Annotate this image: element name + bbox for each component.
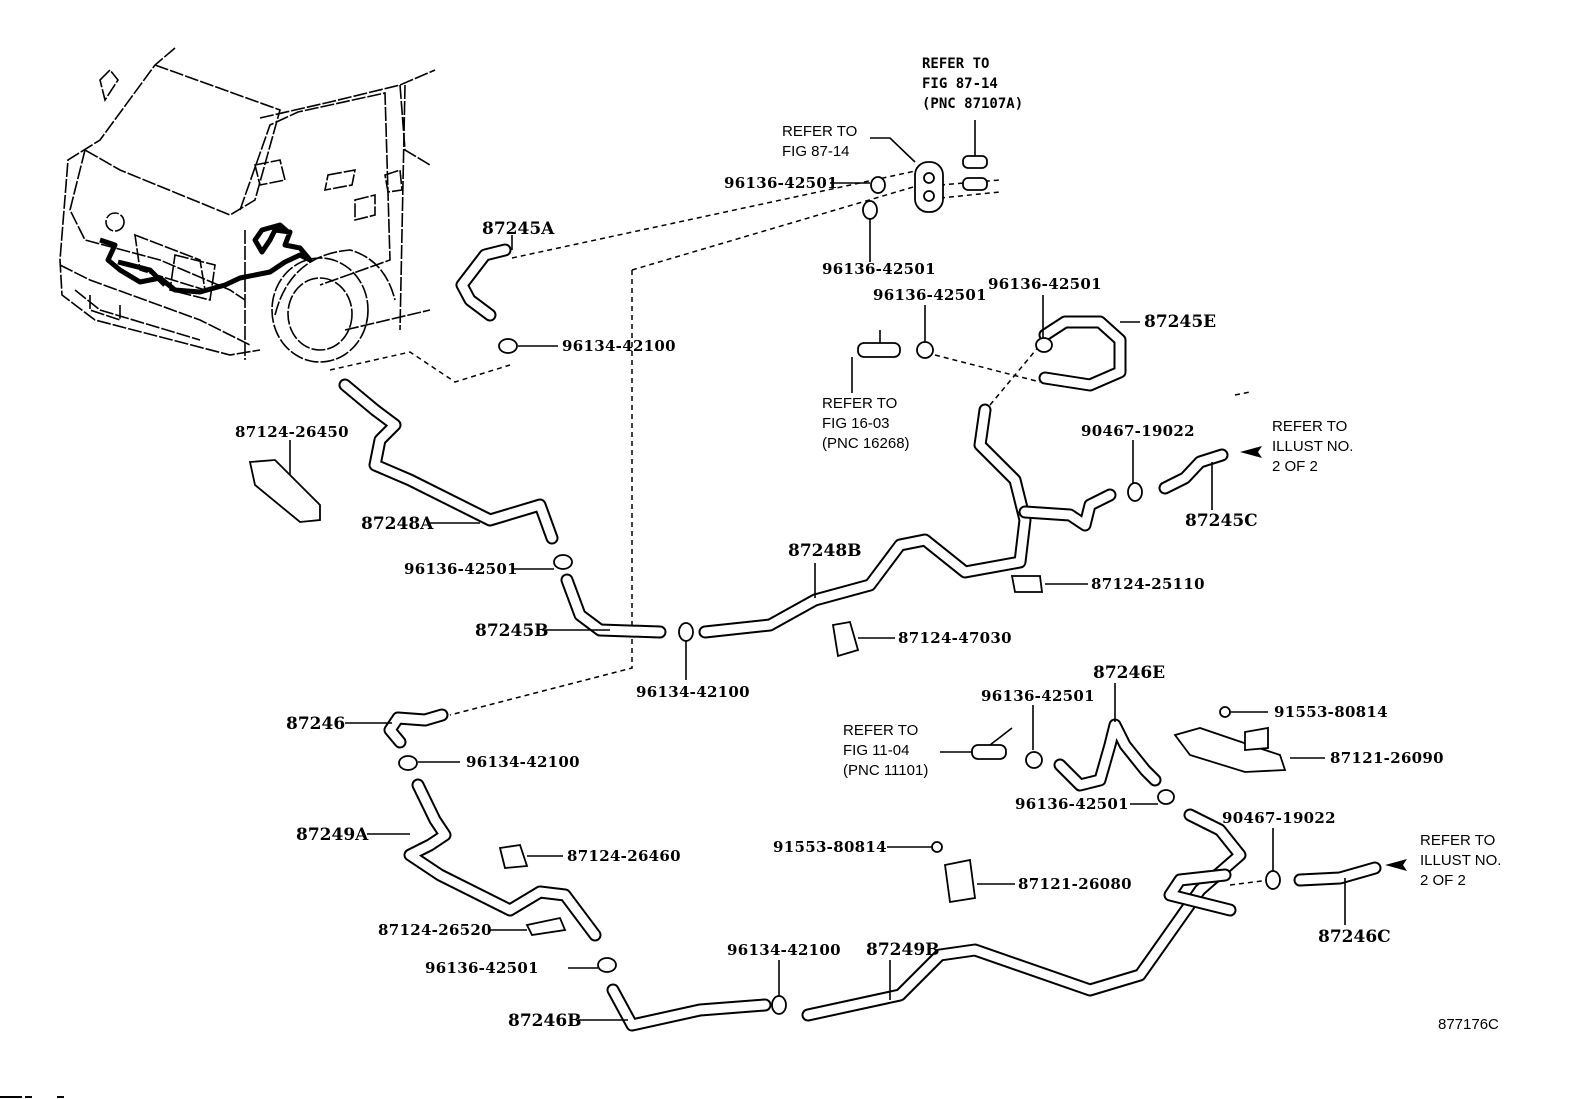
clamps-and-brackets [248,155,1407,1015]
bolt-icon [931,841,943,853]
part-label[interactable]: 96136-42501 [1015,795,1129,813]
svg-text:FIG 87-14: FIG 87-14 [782,143,850,160]
part-labels: 87245A 96134-42100 96136-42501 96136-425… [235,174,1444,1031]
svg-text:ILLUST NO.: ILLUST NO. [1272,438,1353,455]
svg-text:REFER TO: REFER TO [1272,418,1347,435]
clamp-icon [553,554,573,570]
svg-text:FIG 11-04: FIG 11-04 [843,742,909,759]
svg-text:(PNC 11101): (PNC 11101) [843,762,928,779]
svg-text:(PNC 87107A): (PNC 87107A) [922,96,1023,112]
part-label[interactable]: 87246B [508,1011,582,1031]
vehicle-illustration [59,47,436,363]
part-label[interactable]: 87248B [788,541,862,561]
clip-icon [1010,575,1044,593]
svg-text:2 OF 2: 2 OF 2 [1420,872,1466,889]
clamp-icon [862,200,878,220]
bracket-icon [1173,727,1287,773]
part-label[interactable]: 87246 [286,714,345,734]
arrow-icon [1385,859,1407,871]
svg-text:REFER TO: REFER TO [843,722,918,739]
bracket-icon [248,459,321,523]
hoses [338,243,1382,1032]
reference-fig-87-14-pnc: REFER TO FIG 87-14 (PNC 87107A) [922,56,1023,112]
clamp-icon [398,755,418,771]
clamp-icon [498,338,518,354]
leader-lines [289,120,1346,1021]
part-label[interactable]: 87246C [1318,927,1391,947]
svg-text:REFER TO: REFER TO [822,395,897,412]
bolt-icon [1219,706,1231,718]
clip-icon [498,843,529,869]
clamp-icon [1265,870,1281,890]
part-label[interactable]: 96136-42501 [981,687,1095,705]
svg-text:REFER TO: REFER TO [922,56,989,72]
clamp-icon [870,176,886,194]
part-label[interactable]: 87248A [361,514,434,534]
part-label[interactable]: 87124-26520 [378,921,492,939]
svg-text:(PNC 16268): (PNC 16268) [822,435,910,452]
part-label[interactable]: 91553-80814 [773,838,887,856]
clamp-icon [916,341,934,359]
part-label[interactable]: 96136-42501 [425,959,539,977]
part-label[interactable]: 90467-19022 [1081,422,1195,440]
clip-icon [525,916,567,936]
part-label[interactable]: 91553-80814 [1274,703,1388,721]
part-label[interactable]: 96136-42501 [822,260,936,278]
part-label[interactable]: 87124-47030 [898,629,1012,647]
part-label[interactable]: 96134-42100 [727,941,841,959]
part-label[interactable]: 87245B [475,621,549,641]
clamp-icon [771,995,787,1015]
part-label[interactable]: 96136-42501 [873,286,987,304]
svg-text:ILLUST NO.: ILLUST NO. [1420,852,1501,869]
clamp-icon [1157,789,1175,805]
svg-text:2 OF 2: 2 OF 2 [1272,458,1318,475]
reference-fig-11-04: REFER TO FIG 11-04 (PNC 11101) [843,722,928,779]
clip-icon [831,620,860,658]
svg-text:FIG 87-14: FIG 87-14 [922,76,998,92]
clamp-icon [597,957,617,973]
part-label[interactable]: 87249B [866,940,940,960]
bracket-icon [943,858,977,904]
part-label[interactable]: 87124-25110 [1091,575,1205,593]
part-label[interactable]: 87121-26090 [1330,749,1444,767]
clamp-icon [1035,337,1053,353]
illustration-number: 877176C [1438,1016,1499,1033]
reference-notes: REFER TO FIG 87-14 (PNC 87107A) REFER TO… [782,56,1501,889]
part-label[interactable]: 96136-42501 [404,560,518,578]
fitting-icon [971,744,1007,760]
part-label[interactable]: 87124-26460 [567,847,681,865]
grommet-icon [914,161,944,213]
clamp-icon [1127,482,1143,502]
reference-fig-16-03: REFER TO FIG 16-03 (PNC 16268) [822,395,910,452]
fitting-icon [857,342,901,358]
part-label[interactable]: 96134-42100 [562,337,676,355]
reference-illust-lower: REFER TO ILLUST NO. 2 OF 2 [1420,832,1501,889]
reference-fig-87-14: REFER TO FIG 87-14 [782,123,857,160]
part-label[interactable]: 87245C [1185,511,1258,531]
part-label[interactable]: 96136-42501 [724,174,838,192]
pipe-icon [962,155,988,169]
part-label[interactable]: 87124-26450 [235,423,349,441]
svg-text:REFER TO: REFER TO [782,123,857,140]
clamp-icon [678,622,694,642]
part-label[interactable]: 96134-42100 [466,753,580,771]
part-label[interactable]: 96136-42501 [988,275,1102,293]
part-label[interactable]: 87121-26080 [1018,875,1132,893]
part-label[interactable]: 87245A [482,219,555,239]
part-label[interactable]: 87245E [1144,312,1216,332]
reference-illust-upper: REFER TO ILLUST NO. 2 OF 2 [1272,418,1353,475]
part-label[interactable]: 90467-19022 [1222,809,1336,827]
part-label[interactable]: 87246E [1093,663,1165,683]
svg-text:REFER TO: REFER TO [1420,832,1495,849]
clamp-icon [1025,751,1043,769]
pipe-icon [962,177,988,191]
svg-text:FIG 16-03: FIG 16-03 [822,415,890,432]
part-label[interactable]: 87249A [296,825,369,845]
arrow-icon [1240,446,1262,458]
part-label[interactable]: 96134-42100 [636,683,750,701]
